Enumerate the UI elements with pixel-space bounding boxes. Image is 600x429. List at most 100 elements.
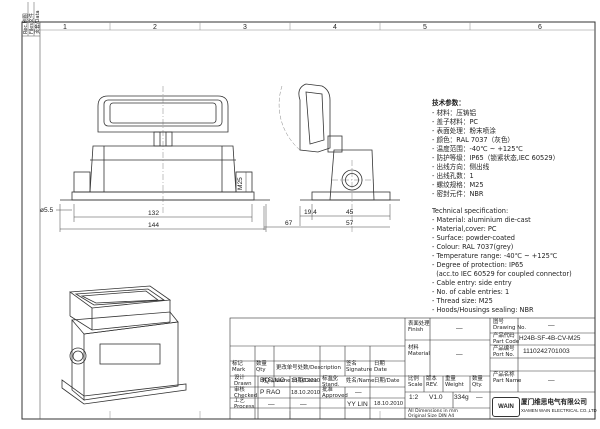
tech-params-cn-item: - 盖子材料：PC	[432, 118, 479, 126]
approver-name-header: 姓名/Name	[346, 378, 375, 384]
side-cover-open	[298, 83, 331, 153]
process-role: 工艺 Process	[234, 398, 255, 410]
drawn-date: 18.10.2010	[291, 378, 321, 384]
front-dim-lines	[56, 171, 267, 232]
revision-strip: Rec.刷图 Files文件 页套/Data	[22, 2, 41, 37]
std-header: 标准化 Stand.	[322, 376, 340, 388]
qty-value: —	[476, 394, 483, 401]
iso-body-left	[71, 320, 85, 401]
side-view	[298, 83, 400, 201]
tech-spec-en-item: - Cable entry: side entry	[432, 279, 512, 287]
dim-side-bottom-left: 67	[285, 220, 293, 227]
side-dim-lines	[263, 204, 391, 230]
weight-label: 重量 Weight	[445, 376, 464, 388]
tech-spec-en-item: - Colour: RAL 7037(grey)	[432, 243, 514, 251]
zone-label-2: 2	[153, 24, 157, 31]
tech-params-cn-item: - 温度范围：-40℃ ~ +125℃	[432, 145, 523, 153]
material-label: 材料 Material	[408, 345, 430, 357]
dim-overall-width: 144	[148, 222, 159, 229]
drawn-std: —	[328, 377, 335, 384]
sign-header: 签名 Signature	[346, 361, 373, 373]
iso-view	[61, 285, 187, 405]
part-code-value: H24B-SF-4B-CV-M25	[519, 335, 581, 342]
material-value: —	[456, 351, 463, 358]
approved-dash: —	[355, 389, 362, 396]
tech-spec-en-item: - Surface: powder-coated	[432, 234, 515, 242]
part-no-value: 1110242701003	[523, 348, 570, 355]
zone-label-4: 4	[333, 24, 337, 31]
revision-rec: Rec.刷图	[22, 13, 29, 34]
tech-params-cn-item: - 出线方向：侧出线	[432, 163, 490, 171]
drawing-no-value: —	[548, 322, 555, 329]
front-left-ear	[73, 171, 91, 193]
front-dim-labels: M25 ø5.5 132 144	[40, 177, 244, 229]
dim-inner-width: 132	[148, 210, 159, 217]
drawing-no-label: 图号 Drawing No.	[493, 319, 527, 331]
dim-side-bottom-right: 57	[346, 220, 354, 227]
side-centerlines	[332, 160, 374, 232]
dim-hole: ø5.5	[40, 207, 54, 214]
dim-side-flange: 19.4	[304, 209, 317, 216]
drawn-name: BQ LUO	[260, 377, 285, 384]
qty-header: 数量 Qty	[256, 361, 267, 373]
part-name-label: 产品名称 Part Name	[493, 372, 522, 384]
tech-params-cn-item: - 颜色：RAL 7037（灰色）	[432, 136, 515, 144]
zone-label-1: 1	[63, 24, 67, 31]
tech-spec-en-item: - Thread size: M25	[432, 297, 493, 305]
revision-files: Files文件	[28, 13, 35, 34]
version-label: 版本 REV.	[426, 376, 438, 388]
tech-spec-en-item: (acc.to IEC 60529 for coupled connector)	[432, 270, 572, 278]
process-name: —	[268, 401, 275, 408]
tech-params-cn-item: - 表面处理：粉末喷涂	[432, 127, 496, 135]
tech-spec-en-item: - No. of cable entries: 1	[432, 288, 510, 296]
approver-date-header: 日期/Date	[374, 378, 400, 384]
approved-header: 批准 Approved	[322, 387, 348, 399]
tech-spec-en-item: - Hoods/Housings sealing: NBR	[432, 306, 534, 314]
iso-cable-entry	[69, 347, 87, 365]
tech-params-cn-item: - 密封元件：NBR	[432, 190, 484, 198]
dim-front-height: M25	[237, 177, 244, 190]
tech-spec-en-item: - Material,cover: PC	[432, 225, 497, 233]
scale-value: 1:2	[409, 394, 419, 401]
side-dim-labels: 19.4 45 67 57	[285, 209, 354, 227]
company-logo: WAIN	[492, 397, 520, 417]
date-header: 日期 Date	[374, 361, 387, 373]
zone-label-3: 3	[243, 24, 247, 31]
qty-label: 数量 Qty.	[472, 376, 483, 388]
finish-value: —	[456, 325, 463, 332]
zone-label-5: 5	[423, 24, 427, 31]
checked-date: 18.10.2010	[291, 390, 321, 396]
company-name-cn: 厦门维思电气有限公司	[521, 398, 587, 406]
iso-body-front	[83, 321, 179, 401]
day-header: 日期/Date	[292, 378, 318, 384]
drawn-role: 设计 Drawn	[234, 375, 252, 387]
approver-date: 18.10.2010	[374, 401, 404, 407]
mark-header: 标记 Mark	[232, 361, 246, 373]
part-code-label: 产品代码 Part Code	[493, 333, 520, 345]
approver-name: YY LIN	[347, 401, 368, 408]
tech-spec-en-heading: Technical specification:	[432, 207, 509, 215]
dim-side-depth: 45	[346, 209, 354, 216]
iso-flange	[61, 379, 187, 405]
name-header: 姓名/Name	[262, 378, 291, 384]
tech-spec-en-item: - Material: aluminium die-cast	[432, 216, 531, 224]
side-hinge	[327, 135, 343, 153]
tech-spec-en-item: - Temperature range: -40℃ ~ +125℃	[432, 252, 558, 260]
tech-params-cn-item: - 螺纹规格：M25	[432, 181, 484, 189]
side-cover-swing-arc	[278, 85, 301, 151]
scale-label: 比例 Scale	[408, 376, 423, 388]
part-name-value: —	[548, 377, 555, 384]
tech-params-cn-item: - 出线孔数：1	[432, 172, 474, 180]
part-no-label: 产品编号 Port No.	[493, 346, 515, 358]
change-header: 更改单号处数/Description	[276, 365, 341, 371]
revision-data: 页套/Data	[34, 10, 41, 34]
tech-spec-en-item: - Degree of protection: IP65	[432, 261, 524, 269]
front-cover-outline	[97, 95, 229, 133]
dimensions-note: All Dimensions in mm Original Size DIN A…	[408, 409, 459, 419]
checked-role: 审核 Checked	[234, 387, 258, 399]
process-date: —	[300, 401, 307, 408]
company-name-en: XIAMEN WAIN ELECTRICAL CO.,LTD	[521, 408, 597, 413]
finish-label: 表面处理 Finish	[408, 321, 430, 333]
